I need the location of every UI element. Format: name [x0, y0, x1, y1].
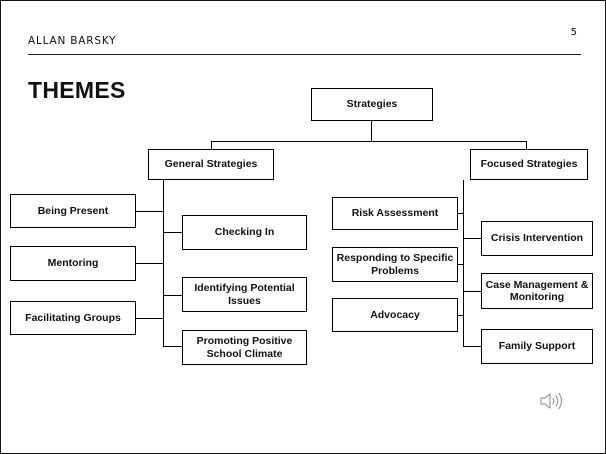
- header-divider: [28, 54, 581, 55]
- connector-general-down: [211, 141, 213, 149]
- node-responding-to-specific-problems: Responding to Specific Problems: [332, 247, 458, 282]
- connector-identifying: [163, 295, 182, 297]
- node-family-support: Family Support: [481, 329, 593, 364]
- connector-being-present: [136, 211, 164, 213]
- node-risk-assessment: Risk Assessment: [332, 197, 458, 230]
- connector-top-bar: [211, 141, 526, 143]
- speaker-icon[interactable]: [539, 391, 565, 411]
- node-mentoring: Mentoring: [10, 246, 136, 281]
- connector-family: [463, 346, 481, 348]
- node-crisis-intervention: Crisis Intervention: [481, 221, 593, 256]
- connector-mentoring: [136, 263, 164, 265]
- connector-focused-down: [526, 141, 528, 149]
- author-header: ALLAN BARSKY: [28, 35, 117, 47]
- slide-title: THEMES: [28, 77, 126, 103]
- connector-promoting: [163, 346, 182, 348]
- connector-risk: [458, 213, 464, 215]
- node-root: Strategies: [311, 88, 433, 121]
- node-promoting-positive-school-climate: Promoting Positive School Climate: [182, 330, 307, 365]
- node-focused-strategies: Focused Strategies: [470, 149, 588, 180]
- connector-responding: [458, 264, 464, 266]
- node-case-management-monitoring: Case Management & Monitoring: [481, 273, 593, 309]
- node-being-present: Being Present: [10, 194, 136, 228]
- connector-root: [371, 121, 373, 141]
- node-facilitating-groups: Facilitating Groups: [10, 301, 136, 335]
- connector-facilitating: [136, 318, 164, 320]
- node-general-strategies: General Strategies: [148, 149, 274, 180]
- node-checking-in: Checking In: [182, 215, 307, 250]
- node-identifying-potential-issues: Identifying Potential Issues: [182, 277, 307, 312]
- connector-focused-spine: [463, 180, 465, 347]
- connector-advocacy: [458, 315, 464, 317]
- page-number: 5: [570, 27, 577, 38]
- connector-checking-in: [163, 232, 182, 234]
- connector-crisis: [463, 238, 481, 240]
- node-advocacy: Advocacy: [332, 298, 458, 332]
- connector-case-mgmt: [463, 291, 481, 293]
